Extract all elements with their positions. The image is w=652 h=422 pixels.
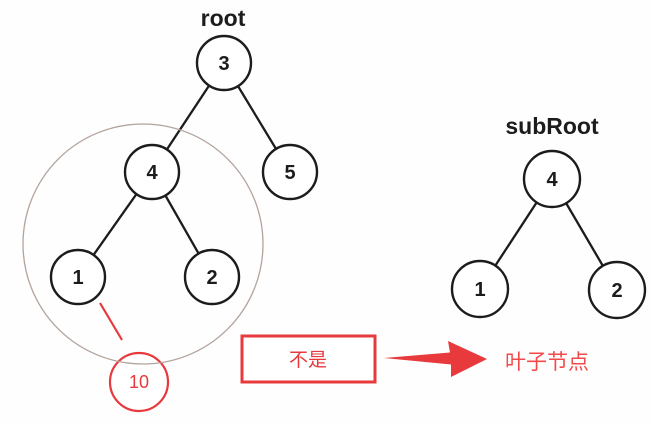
subroot-node-4-circle <box>522 149 582 209</box>
subroot-node-4: 4 <box>522 149 582 209</box>
node-3-value: 3 <box>218 53 229 75</box>
node-4-value: 4 <box>146 162 158 184</box>
node-3-circle <box>195 34 253 92</box>
verdict-box <box>240 334 377 384</box>
edge-1-10-red <box>99 302 123 341</box>
annotation: 不是 叶子节点 <box>240 334 589 384</box>
subroot-tree: subRoot 4 1 2 <box>450 113 647 320</box>
node-4-circle <box>123 143 181 201</box>
subtree-highlight-circle <box>22 123 264 365</box>
tree-node-2: 2 <box>183 248 241 306</box>
subroot-node-2-circle <box>587 260 647 320</box>
subroot-node-1-circle <box>450 259 510 319</box>
node-10-value: 10 <box>129 372 149 392</box>
node-2-value: 2 <box>206 267 217 289</box>
leaf-node-label: 叶子节点 <box>505 351 589 374</box>
root-tree: root 3 4 5 1 <box>22 5 319 413</box>
verdict-text: 不是 <box>289 350 327 371</box>
arrow-right-icon <box>384 341 487 377</box>
tree-node-10-red: 10 <box>108 351 170 413</box>
tree-node-1: 1 <box>49 248 107 306</box>
subroot-node-2: 2 <box>587 260 647 320</box>
subroot-node-1-value: 1 <box>474 279 485 301</box>
node-1-value: 1 <box>72 267 83 289</box>
node-2-circle <box>183 248 241 306</box>
subroot-node-4-value: 4 <box>546 169 558 191</box>
tree-node-3: 3 <box>195 34 253 92</box>
node-5-circle <box>261 143 319 201</box>
node-10-circle <box>108 351 170 413</box>
root-tree-title: root <box>201 5 246 31</box>
tree-node-5: 5 <box>261 143 319 201</box>
node-5-value: 5 <box>284 162 295 184</box>
tree-node-4: 4 <box>123 143 181 201</box>
node-1-circle <box>49 248 107 306</box>
subroot-node-2-value: 2 <box>611 280 622 302</box>
subroot-node-1: 1 <box>450 259 510 319</box>
subroot-tree-title: subRoot <box>505 113 599 139</box>
